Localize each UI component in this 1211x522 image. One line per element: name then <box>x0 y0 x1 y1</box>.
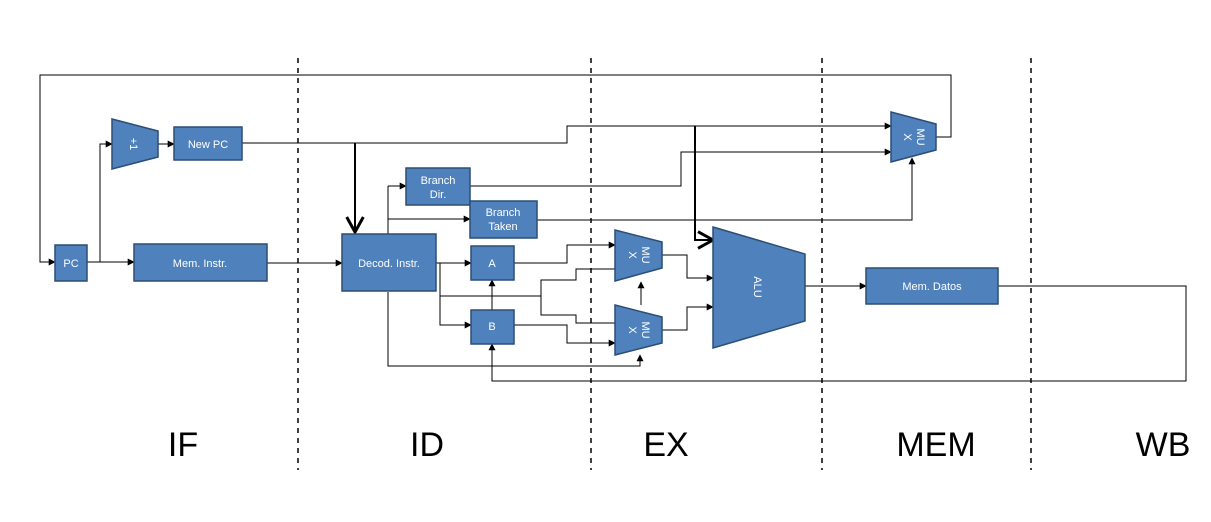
wire-branchdir-to-mux <box>470 148 892 187</box>
block-mem-datos-label: Mem. Datos <box>902 281 962 293</box>
wire-pc-feedback <box>39 74 952 266</box>
wire-decod-immediate <box>440 268 615 297</box>
block-adder-label: +1 <box>127 138 139 151</box>
block-adder: +1 <box>111 118 159 170</box>
mux-pc-line1: MU <box>914 128 926 145</box>
block-alu: ALU <box>712 225 806 350</box>
block-alu-label: ALU <box>751 276 763 297</box>
wire-control-to-alu <box>694 126 717 250</box>
block-mux-pc: MU X <box>890 111 937 163</box>
wire-pc-to-adder <box>99 140 113 262</box>
wire-branchtaken-to-mux <box>537 157 916 221</box>
block-reg-b: B <box>470 309 515 345</box>
block-reg-b-label: B <box>488 321 495 333</box>
block-branch-taken-line1: Branch <box>486 207 521 219</box>
wire-imm-branch-lower <box>540 296 615 324</box>
mux-ex-upper-line2: X <box>626 251 638 259</box>
block-reg-a-label: A <box>488 258 496 270</box>
block-mem-instr-label: Mem. Instr. <box>173 258 227 270</box>
block-mem-instr: Mem. Instr. <box>133 243 268 282</box>
stage-label-ex: EX <box>643 426 688 464</box>
stage-dividers <box>297 58 1032 470</box>
block-reg-a: A <box>470 245 515 281</box>
block-pc: PC <box>54 244 88 282</box>
wire-writeback <box>488 285 1187 382</box>
mux-ex-lower-line1: MU <box>639 321 651 338</box>
block-new-pc-label: New PC <box>188 139 228 151</box>
block-branch-taken-line2: Taken <box>488 221 517 233</box>
block-pc-label: PC <box>63 258 78 270</box>
block-new-pc: New PC <box>173 126 243 161</box>
stage-label-id: ID <box>410 426 444 464</box>
block-branch-taken: Branch Taken <box>469 200 538 239</box>
wire-mux1-to-alu <box>662 254 714 282</box>
block-mem-datos: Mem. Datos <box>865 267 999 305</box>
block-mux-ex-upper: MU X <box>614 229 663 282</box>
block-branch-dir-line1: Branch <box>421 175 456 187</box>
block-mux-ex-lower: MU X <box>614 304 663 356</box>
stage-label-if: IF <box>168 426 198 464</box>
wire-b-to-mux2 <box>514 324 616 347</box>
block-branch-dir-line2: Dir. <box>430 189 447 201</box>
stage-label-mem: MEM <box>896 426 975 464</box>
wires <box>39 74 1187 382</box>
wire-decod-to-b <box>439 263 472 329</box>
wire-a-to-mux1 <box>514 241 616 264</box>
mux-ex-lower-line2: X <box>626 326 638 334</box>
block-decod-instr-label: Decod. Instr. <box>358 258 420 270</box>
mux-pc-line2: X <box>901 133 913 141</box>
wire-newpc-to-mux <box>242 122 892 144</box>
block-branch-dir: Branch Dir. <box>405 167 471 206</box>
mux-ex-upper-line1: MU <box>639 246 651 263</box>
wire-mux2-to-alu <box>662 303 714 331</box>
wire-decod-to-mux2 <box>387 292 644 367</box>
stage-label-wb: WB <box>1136 426 1191 464</box>
stage-labels: IF ID EX MEM WB <box>168 426 1191 464</box>
block-decod-instr: Decod. Instr. <box>341 233 437 292</box>
